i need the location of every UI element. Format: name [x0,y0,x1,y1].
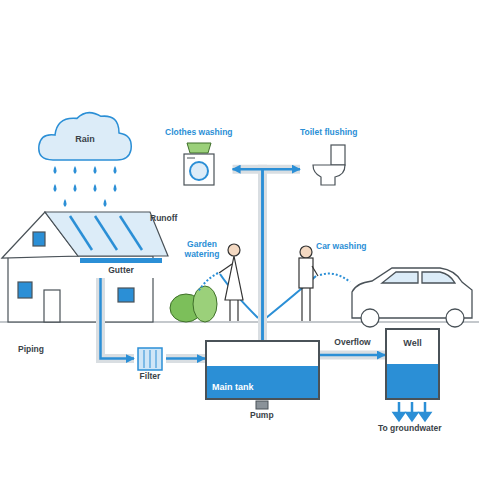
water-spray [320,274,350,282]
roof [45,212,168,256]
node-text: Toilet flushing [300,128,357,138]
raindrop [114,184,117,192]
use-label: Garden watering [178,240,226,260]
car-window [382,272,418,283]
pump [256,401,268,409]
toilet-icon [309,141,349,187]
wheel [446,309,464,327]
leg [237,300,238,321]
runoff-line [70,216,92,250]
raindrop [114,166,117,174]
groundwater-arrows [394,402,430,420]
arm [312,266,318,276]
wheel [361,309,379,327]
dress [225,256,243,300]
runoff-line [95,216,117,250]
use-toilet-flushing: Toilet flushing [300,128,357,187]
well: Well [385,328,440,400]
piping-label: Piping [18,345,44,355]
bush [193,286,217,322]
node-text: Main tank [212,382,254,392]
head [300,246,312,258]
head [228,244,240,256]
flow-arrow [101,278,135,359]
door [44,290,60,322]
pipe [166,354,205,363]
filter: Filter [134,345,166,383]
water-spray [198,273,218,292]
raindrop [104,199,107,207]
garden [170,286,217,322]
pump-label: Pump [250,411,274,421]
runoff-line [120,216,142,250]
icon [300,141,357,187]
pipe [263,169,301,340]
flow-arrow [320,354,385,357]
torso [299,258,313,288]
leg [309,288,310,321]
filter-icon [136,346,164,372]
gutter: Gutter [80,258,162,278]
node-text: Filter [136,372,164,382]
use-label: Car washing [316,242,367,252]
edge-label: Overflow [332,338,372,348]
node-text: Rain [75,134,95,144]
arrow-head [394,413,404,420]
flow-arrow [263,169,301,340]
main-tank: Main tank [205,340,320,400]
icon [165,141,233,187]
leg [301,288,302,321]
arrow-head [407,413,417,420]
pipe [320,351,385,360]
pump-symbol [256,401,268,409]
rain-cloud: Rain [35,108,135,162]
house [2,212,168,322]
leg [229,300,230,321]
flow-arrow [233,169,263,340]
window [118,288,134,302]
raindrop [54,166,57,174]
groundwater-label: To groundwater [378,424,442,434]
raindrops [54,166,117,207]
flow-arrow [166,357,205,360]
arm [219,264,232,273]
raindrop [94,184,97,192]
icon [136,346,164,372]
pipe [101,278,135,359]
node-text: Gutter [82,266,160,276]
raindrop [64,199,67,207]
arrow-head [420,413,430,420]
node-text: Well [387,338,438,348]
runoff-label: Runoff [150,214,177,224]
window [18,282,32,298]
raindrop [74,184,77,192]
car-window [422,272,455,283]
raindrop [54,184,57,192]
woman [219,244,243,321]
hoses [198,273,350,318]
raindrop [74,166,77,174]
man [299,246,318,321]
car [352,268,472,327]
washing-machine-icon [179,141,219,187]
node-text: Clothes washing [165,128,233,138]
window [33,232,45,246]
raindrop [94,166,97,174]
runoff-lines [70,216,142,250]
use-clothes-washing: Clothes washing [165,128,233,187]
